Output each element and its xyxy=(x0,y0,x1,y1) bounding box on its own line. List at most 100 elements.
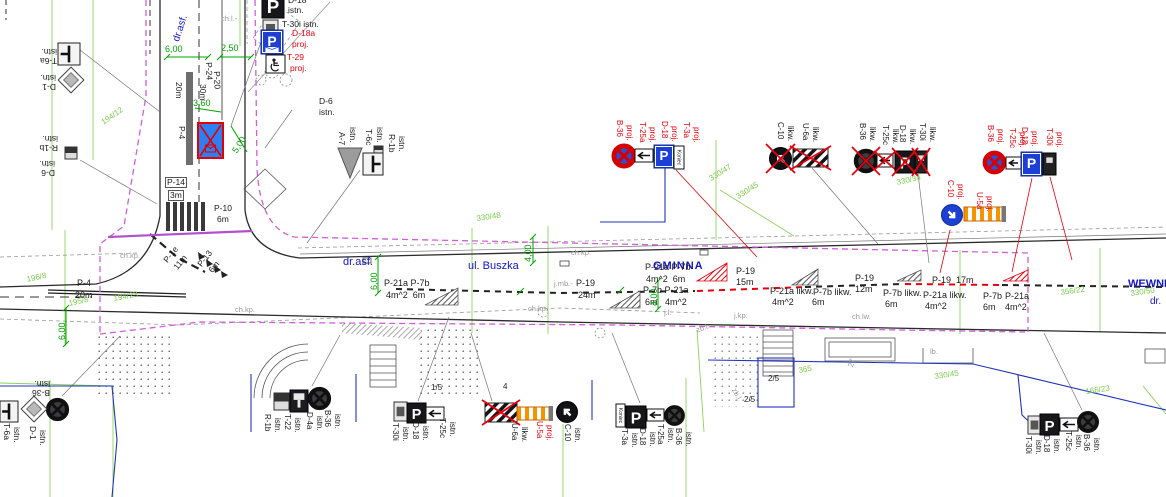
label-istn-165: istn. xyxy=(1052,439,1061,454)
label-istn-163: istn. xyxy=(1034,440,1043,455)
leader-lines-red xyxy=(675,169,1073,274)
zebra-crossing xyxy=(166,202,205,231)
label-t-3a-154: T-3a xyxy=(620,429,629,446)
label-6-00-122: 6,00 xyxy=(369,272,379,290)
label-likw-48: likw. xyxy=(811,127,820,143)
sign-u5a-proj-2 xyxy=(516,406,553,421)
street-name-dr-right: dr. xyxy=(1150,296,1162,307)
label-istn-155: istn. xyxy=(630,433,639,448)
svg-text:Koniec: Koniec xyxy=(676,150,682,166)
label-p-21a-likw-81: P-21a likw. xyxy=(770,286,814,296)
sign-d18-istn-top: P xyxy=(261,0,285,19)
label-istn-143: istn. xyxy=(401,427,410,442)
label-istn-137: istn. xyxy=(293,418,302,433)
label-r-1b-istn-29: R-1b istn. xyxy=(39,134,58,153)
label-r-1b-134: R-1b xyxy=(263,414,272,432)
label-4m-2-6m-76: 4m^2 6m xyxy=(646,274,686,284)
label-istn-32: istn. xyxy=(348,127,358,143)
label-5-00-3: 5,00 xyxy=(230,134,248,155)
label-t-30i-istn-20: T-30i istn. xyxy=(282,19,319,29)
sign-c10-proj xyxy=(941,204,963,226)
label-proj-68: proj. xyxy=(1055,132,1064,148)
label-15m-80: 15m xyxy=(736,277,754,287)
sign-c10-istn xyxy=(556,401,578,423)
label-365-116: 365 xyxy=(797,363,813,375)
label-d-18a-21: D-18a xyxy=(292,28,316,38)
label-c-10-45: C-10 xyxy=(776,122,785,140)
label-t-30i-142: T-30i xyxy=(391,423,400,441)
label-p-21a-p-7b-75: P-21a P-7b xyxy=(645,262,691,272)
label-u-6a-47: U-6a xyxy=(801,123,810,141)
label-t-25a-158: T-25a xyxy=(656,424,665,445)
label-4m-2-82: 4m^2 xyxy=(772,297,794,307)
label-istn-167: istn. xyxy=(1074,435,1083,450)
label-likw-149: likw. xyxy=(520,427,529,443)
sign-t25a-proj xyxy=(634,148,654,163)
label-ch-l-17: ch.l.- xyxy=(221,14,238,23)
svg-text:P: P xyxy=(631,411,642,428)
label-p-7b-p-21a-77: P-7b P-21a xyxy=(643,285,689,295)
sign-t30i-likw xyxy=(911,147,931,177)
sign-d1-istn-bl xyxy=(20,395,48,423)
label-d-18-144: D-18 xyxy=(411,422,420,440)
label-2-5-127: 2/5 xyxy=(744,395,756,404)
label-zb-l-104: zb.l. xyxy=(694,321,711,335)
label-istn-159: istn. xyxy=(666,428,675,443)
sign-d18-proj-2: P xyxy=(1020,151,1043,177)
label-p-19-17m-91: P-19 17m xyxy=(932,275,974,285)
label-a-7-31: A-7 xyxy=(337,132,347,146)
sign-d18-istn-b4: P xyxy=(625,405,647,429)
p4-marking xyxy=(47,72,193,298)
label-4-128: 4 xyxy=(503,382,508,391)
svg-text:P: P xyxy=(1027,155,1036,171)
label-d-1-132: D-1 xyxy=(28,426,38,440)
label-proj-40: proj. xyxy=(648,127,657,143)
label-p-14-9: P-14 xyxy=(165,177,187,188)
label-p-7b-likw-83: P-7b likw. xyxy=(813,287,852,297)
label-j-kp-103: j.kp. xyxy=(734,311,748,320)
sign-b36-istn-bl xyxy=(45,397,70,422)
p21a-triangles xyxy=(424,262,1029,309)
road-edges xyxy=(0,0,1166,334)
label-20m-4: 20m xyxy=(174,82,184,99)
project-boundary xyxy=(99,0,1029,335)
sign-r1b-istn-b1 xyxy=(273,392,290,411)
label-p-20-7: P-20 xyxy=(212,70,223,90)
label-6-00-121: 6,00 xyxy=(57,322,67,340)
svg-text:P: P xyxy=(900,156,911,173)
label-d-18-164: D-18 xyxy=(1042,435,1051,453)
sign-d18-istn-br: P xyxy=(1039,413,1060,436)
label-likw-46: likw. xyxy=(786,126,795,142)
label-proj-58: proj. xyxy=(956,184,965,200)
label-3m-10: 3m xyxy=(168,190,184,201)
street-name-ul-buszka: ul. Buszka xyxy=(468,260,519,272)
sign-r1b-istn-left xyxy=(64,146,78,160)
p19-lines xyxy=(395,283,1166,295)
label-t-25a-39: T-25a xyxy=(638,122,647,143)
label-4-00-124: 4,00 xyxy=(649,288,659,306)
label-istn-139: istn. xyxy=(315,416,324,431)
sign-d18a-proj: P xyxy=(260,29,284,55)
road-edge-top-left xyxy=(0,0,161,288)
dimension-lines xyxy=(62,53,662,348)
label-t-3a-43: T-3a xyxy=(682,122,691,139)
label-6m-12: 6m xyxy=(217,214,229,224)
road-edge-vertical-right xyxy=(244,0,301,259)
road-edge-top-right xyxy=(299,237,1166,259)
label-4m-2-90: 4m^2 xyxy=(925,301,947,311)
label-6m-93: 6m xyxy=(983,302,996,312)
label-t-30i-162: T-30i xyxy=(1024,436,1033,454)
utility-lines xyxy=(0,166,1166,497)
label-t-30i-67: T-30i xyxy=(1045,128,1054,146)
sign-b36-proj-1 xyxy=(611,143,637,169)
label-istn-26: istn. xyxy=(319,107,335,117)
label-proj-22: proj. xyxy=(292,39,309,49)
svg-text:P: P xyxy=(267,0,279,17)
label-j-mb-101: j.mb.- xyxy=(554,279,573,288)
label-p-10-11: P-10 xyxy=(214,203,232,213)
label-istn-34: istn. xyxy=(375,127,385,143)
label-d-18-156: D-18 xyxy=(638,428,647,446)
